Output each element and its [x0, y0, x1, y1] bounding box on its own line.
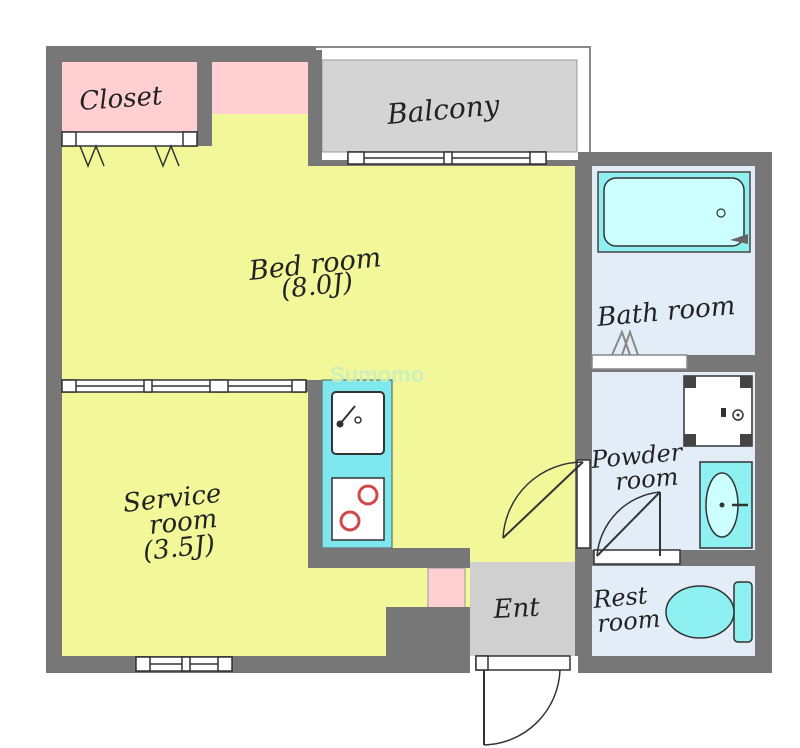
sliding-door-bed-service	[61, 379, 307, 393]
pan-corner-tl	[684, 376, 696, 388]
closet-extension	[212, 62, 308, 114]
closet-folding-doors	[61, 131, 198, 169]
shoe-cabinet	[427, 567, 466, 609]
pan-corner-br	[740, 434, 752, 446]
sink-drain	[354, 416, 362, 424]
pan-drain-center	[736, 413, 740, 417]
rest-room-door	[593, 491, 681, 565]
rest-label: Rest	[591, 581, 649, 614]
wall-closet-upper-right	[308, 50, 322, 166]
faucet	[339, 405, 356, 425]
closet	[62, 62, 197, 132]
wall-kitchen-left	[308, 380, 322, 566]
toilet-tank	[733, 581, 753, 643]
pan-corner-bl	[684, 434, 696, 446]
entrance	[470, 562, 575, 656]
service-size-label: (3.5J)	[142, 530, 217, 567]
pan-tap	[721, 408, 726, 417]
vanity-drain	[719, 502, 725, 508]
wall-entrance-right	[575, 562, 592, 656]
service-room-window	[135, 656, 233, 672]
service-room-label: room	[148, 504, 219, 541]
pan-drain	[732, 409, 744, 421]
bathtub-basin	[603, 177, 745, 247]
wall-closet-divider	[197, 50, 212, 146]
entrance-door	[475, 655, 571, 746]
powder-room-door	[502, 459, 591, 549]
service-room-floor	[62, 392, 412, 656]
closet-label: Closet	[78, 81, 163, 117]
wall-kitchen-bottom	[308, 548, 470, 568]
bath-folding-door	[591, 328, 688, 370]
wall-stair-step	[386, 607, 470, 656]
burner-2	[339, 510, 361, 532]
powder-room-label: room	[614, 463, 679, 496]
pan-corner-tr	[740, 376, 752, 388]
bedroom-size-label: (8.0J)	[280, 268, 355, 305]
balcony-window	[347, 151, 547, 165]
stove	[331, 477, 385, 541]
wall-rest-east	[755, 166, 772, 656]
rest-room-label: room	[596, 605, 661, 638]
toilet-bowl	[665, 585, 735, 639]
balcony-railing	[316, 46, 591, 152]
bathtub-drain	[716, 208, 726, 218]
faucet-handle	[336, 420, 344, 428]
bath-faucet	[730, 234, 748, 244]
watermark: Sumomo	[330, 362, 424, 387]
burner-1	[357, 484, 379, 506]
entrance-label: Ent	[492, 593, 541, 625]
balcony	[321, 59, 578, 153]
bedroom-floor	[62, 114, 575, 607]
